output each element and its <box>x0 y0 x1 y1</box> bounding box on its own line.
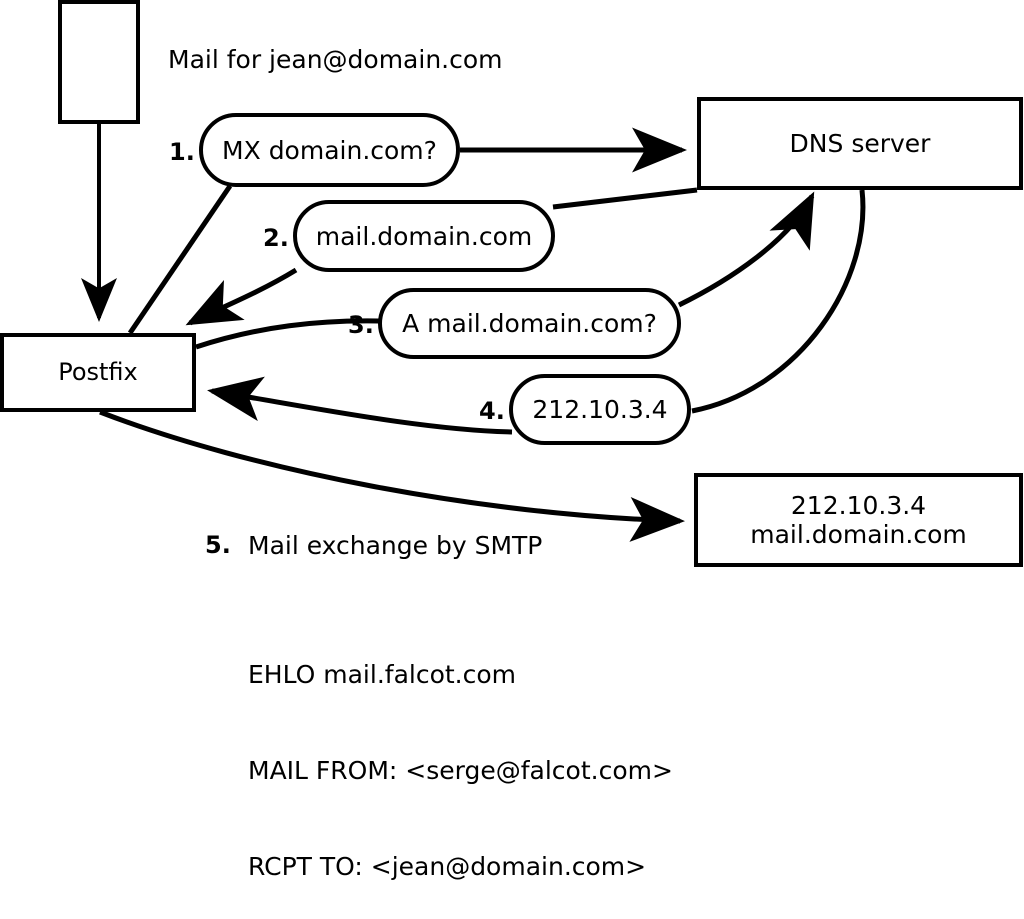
connector-postfix-to-step1-bubble <box>127 184 233 335</box>
smtp-transcript-line: RCPT TO: <jean@domain.com> <box>248 852 647 881</box>
step-1-bubble: MX domain.com? <box>199 113 460 187</box>
remote-mail-server-node: 212.10.3.4 mail.domain.com <box>694 473 1023 567</box>
step-1-number: 1. <box>169 138 195 166</box>
step-5-label: Mail exchange by SMTP <box>248 531 543 560</box>
connector-step4-bubble-to-postfix <box>207 376 513 435</box>
connector-step2-bubble-to-postfix <box>185 267 298 326</box>
connector-dns-to-step2-bubble <box>552 187 698 210</box>
smtp-transcript: EHLO mail.falcot.com MAIL FROM: <serge@f… <box>248 595 673 919</box>
step-5-number: 5. <box>205 531 231 559</box>
postfix-node: Postfix <box>0 333 196 412</box>
smtp-transcript-line: MAIL FROM: <serge@falcot.com> <box>248 756 673 785</box>
step-3-label: A mail.domain.com? <box>402 309 657 338</box>
remote-mail-server-hostname: mail.domain.com <box>750 520 967 549</box>
step-4-label: 212.10.3.4 <box>532 395 668 424</box>
mail-for-note: Mail for jean@domain.com <box>168 45 503 74</box>
step-4-number: 4. <box>479 397 505 425</box>
step-3-bubble: A mail.domain.com? <box>378 288 681 359</box>
step-2-bubble: mail.domain.com <box>293 200 555 272</box>
step-1-label: MX domain.com? <box>222 135 437 165</box>
source-box <box>58 0 140 124</box>
step-3-number: 3. <box>348 311 374 339</box>
dns-server-label: DNS server <box>789 128 931 158</box>
step-2-number: 2. <box>263 224 289 252</box>
step-2-label: mail.domain.com <box>315 221 533 251</box>
connector-dns-to-step4-bubble <box>691 189 866 414</box>
postfix-label: Postfix <box>58 358 138 387</box>
dns-server-node: DNS server <box>697 97 1023 190</box>
step-4-bubble: 212.10.3.4 <box>509 374 691 445</box>
smtp-transcript-line: EHLO mail.falcot.com <box>248 660 517 689</box>
connector-step3-bubble-to-dns <box>677 191 815 308</box>
remote-mail-server-ip: 212.10.3.4 <box>790 490 927 520</box>
